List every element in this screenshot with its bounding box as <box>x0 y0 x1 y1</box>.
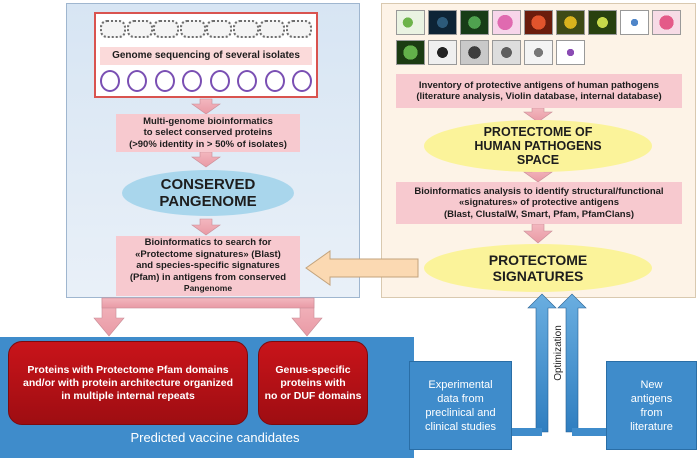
candidates-b-line-3: no or DUF domains <box>264 389 362 402</box>
inventory-line-2: (literature analysis, Violin database, i… <box>416 91 662 102</box>
arrow-down-3 <box>191 218 221 236</box>
pathogen-thumbnail-icon <box>556 39 585 65</box>
pathogen-thumbnail-icon <box>524 10 553 35</box>
pathogen-thumbnail-icon <box>588 10 617 35</box>
pathogen-thumbnail-icon <box>620 10 649 35</box>
candidates-genus-box: Genus-specific proteins with no or DUF d… <box>258 341 368 425</box>
pathogen-thumbnails <box>396 10 681 66</box>
pathogen-thumbnail-icon <box>556 10 585 35</box>
new-antigens-line-2: antigens <box>630 392 673 405</box>
pathogen-thumbnail-icon <box>492 10 521 35</box>
pathogen-thumbnail-icon <box>652 10 681 35</box>
multigenome-line-2: to select conserved proteins <box>143 127 273 139</box>
experimental-data-box: Experimental data from preclinical and c… <box>409 361 512 450</box>
candidates-b-line-1: Genus-specific <box>275 363 351 376</box>
signatures-line-1: PROTECTOME <box>488 252 588 268</box>
inventory-box: Inventory of protective antigens of huma… <box>396 74 682 108</box>
pathogen-thumbnail-icon <box>396 39 425 65</box>
new-antigens-line-4: literature <box>630 420 673 433</box>
protectome-signatures-ellipse: PROTECTOME SIGNATURES <box>424 244 652 292</box>
arrow-down-2 <box>191 151 221 168</box>
genome-circle-icon <box>291 70 312 92</box>
genome-circle-icon <box>264 70 285 92</box>
arrow-down-r1 <box>523 107 553 123</box>
arrow-down-r3 <box>523 223 553 244</box>
analysis-line-3: (Blast, ClustalW, Smart, Pfam, PfamClans… <box>443 208 635 220</box>
predicted-candidates-label: Predicted vaccine candidates <box>130 430 300 445</box>
analysis-line-2: «signatures» of protective antigens <box>459 197 619 209</box>
conserved-pangenome-ellipse: CONSERVED PANGENOME <box>122 170 294 216</box>
new-antigens-line-1: New <box>640 378 663 391</box>
genome-circle-icon <box>154 70 175 92</box>
protectome-space-ellipse: PROTECTOME OF HUMAN PATHOGENS SPACE <box>424 120 652 172</box>
genome-circle-icon <box>182 70 203 92</box>
search-line-4: (Pfam) in antigens from conserved <box>129 271 287 283</box>
genome-sequencing-label: Genome sequencing of several isolates <box>100 47 312 65</box>
candidates-pfam-box: Proteins with Protectome Pfam domains an… <box>8 341 248 425</box>
connector-bar <box>101 297 315 309</box>
genome-circle-icon <box>237 70 258 92</box>
plasmid-icon <box>285 20 312 38</box>
candidates-a-line-1: Proteins with Protectome Pfam domains <box>27 363 229 376</box>
signatures-line-2: SIGNATURES <box>492 268 584 284</box>
experimental-line-1: Experimental <box>428 378 493 391</box>
analysis-line-1: Bioinformatics analysis to identify stru… <box>414 185 664 197</box>
protectome-search-box: Bioinformatics to search for «Protectome… <box>116 236 300 296</box>
pathogen-thumbnail-icon <box>524 39 553 65</box>
pathogen-thumbnail-icon <box>460 10 489 35</box>
multigenome-box: Multi-genome bioinformatics to select co… <box>116 114 300 152</box>
genome-circle-icon <box>209 70 230 92</box>
plasmid-icon <box>259 20 286 38</box>
plasmid-icon <box>100 20 126 38</box>
multigenome-line-1: Multi-genome bioinformatics <box>143 115 273 127</box>
pathogen-thumbnail-icon <box>492 39 521 65</box>
pangenome-line-1: CONSERVED <box>160 176 256 193</box>
pathogen-thumbnail-icon <box>396 10 425 35</box>
plasmid-icon <box>179 20 206 38</box>
plasmid-icon <box>126 20 153 38</box>
pathogen-thumbnail-icon <box>460 39 489 65</box>
signature-analysis-box: Bioinformatics analysis to identify stru… <box>396 182 682 224</box>
search-line-1: Bioinformatics to search for <box>144 237 272 249</box>
arrow-down-1 <box>191 98 221 115</box>
protectome-space-line-3: SPACE <box>516 153 560 167</box>
candidates-a-line-2: and/or with protein architecture organiz… <box>22 376 234 389</box>
experimental-line-4: clinical studies <box>425 420 496 433</box>
plasmid-icon <box>153 20 180 38</box>
arrow-up-optimization-left <box>527 293 557 433</box>
arrow-left-signatures <box>305 250 419 286</box>
plasmid-icon <box>232 20 259 38</box>
search-line-2: «Protectome signatures» (Blast) <box>135 248 281 260</box>
arrow-up-optimization-right <box>557 293 587 433</box>
genome-circle-row <box>100 70 312 94</box>
genome-circle-icon <box>127 70 148 92</box>
pangenome-line-2: PANGENOME <box>159 193 257 210</box>
inventory-line-1: Inventory of protective antigens of huma… <box>418 79 660 91</box>
pathogen-thumbnail-icon <box>428 10 457 35</box>
plasmid-row <box>100 20 312 42</box>
new-antigens-box: New antigens from literature <box>606 361 697 450</box>
plasmid-icon <box>206 20 233 38</box>
new-antigens-line-3: from <box>640 406 663 419</box>
experimental-line-2: data from <box>437 392 484 405</box>
genome-circle-icon <box>100 70 120 92</box>
optimization-label: Optimization <box>553 325 564 381</box>
search-line-3: and species-specific signatures <box>136 260 280 272</box>
candidates-b-line-2: proteins with <box>280 376 346 389</box>
protectome-space-line-1: PROTECTOME OF <box>483 125 593 139</box>
experimental-line-3: preclinical and <box>425 406 496 419</box>
candidates-a-line-3: in multiple internal repeats <box>61 389 195 402</box>
search-line-5: Pangenome <box>183 283 233 294</box>
pathogen-thumbnail-icon <box>428 39 457 65</box>
protectome-space-line-2: HUMAN PATHOGENS <box>474 139 602 153</box>
multigenome-line-3: (>90% identity in > 50% of isolates) <box>129 138 287 150</box>
